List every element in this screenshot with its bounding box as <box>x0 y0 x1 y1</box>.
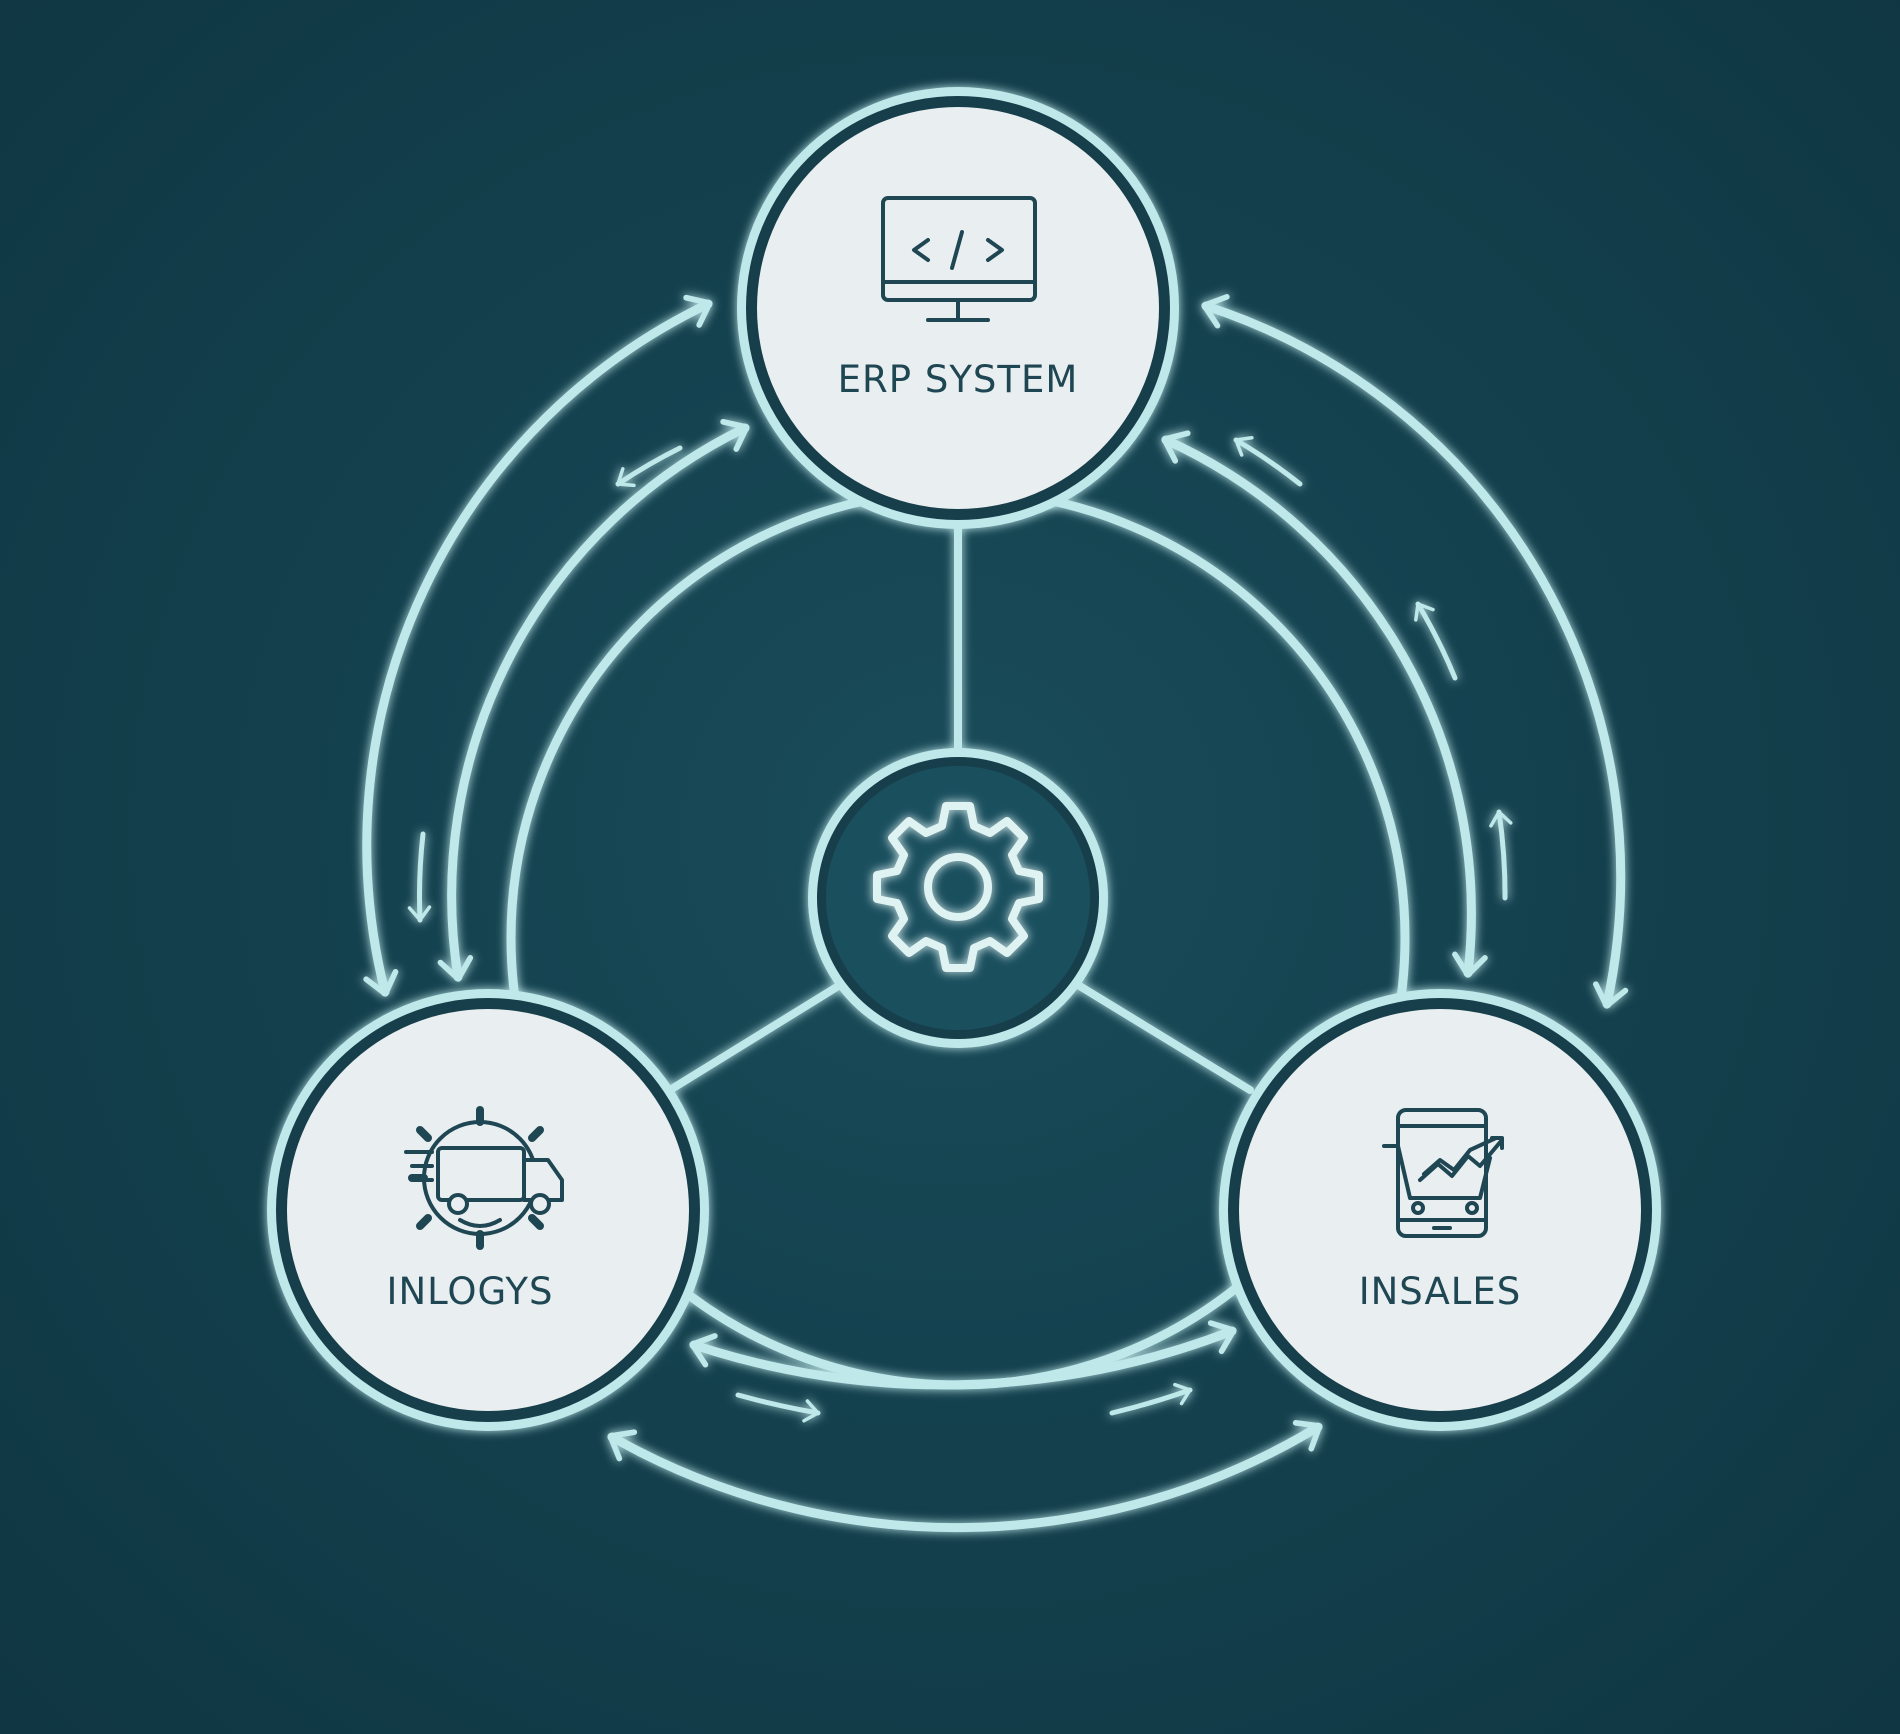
arc-erp-inlogys-outer <box>362 294 713 997</box>
erp-system-label: ERP SYSTEM <box>838 358 1079 401</box>
flow-arrow-right-low <box>1489 809 1513 901</box>
arc-inlogys-insales-outer <box>607 1419 1323 1533</box>
flow-arrow-bottom-right <box>1109 1382 1193 1416</box>
central-hub <box>808 748 1108 1048</box>
node-inlogys: INLOGYS <box>267 989 709 1431</box>
flow-arrow-left-top <box>615 445 683 488</box>
insales-label: INSALES <box>1359 1270 1522 1313</box>
arc-inlogys-insales-inner <box>689 1320 1237 1390</box>
connections <box>362 294 1629 1533</box>
delivery-truck-gear-icon <box>404 1106 564 1250</box>
flow-arrow-right-top <box>1233 435 1303 487</box>
node-insales: INSALES <box>1219 989 1661 1431</box>
gear-icon <box>873 802 1043 972</box>
arc-erp-insales-inner <box>1161 430 1488 978</box>
tablet-cart-chart-icon <box>1382 1108 1504 1238</box>
spoke-inlogys <box>666 981 844 1094</box>
arc-erp-insales-outer <box>1201 294 1629 1009</box>
flow-arrow-bottom-left <box>735 1392 821 1423</box>
flow-arrow-left-bottom <box>407 831 432 923</box>
arc-erp-inlogys-inner <box>437 418 750 982</box>
flow-arrow-right-mid <box>1414 601 1458 681</box>
inlogys-label: INLOGYS <box>387 1270 554 1313</box>
spoke-insales <box>1074 981 1254 1094</box>
monitor-code-icon <box>881 196 1037 322</box>
node-erp-system: ERP SYSTEM <box>737 87 1179 529</box>
